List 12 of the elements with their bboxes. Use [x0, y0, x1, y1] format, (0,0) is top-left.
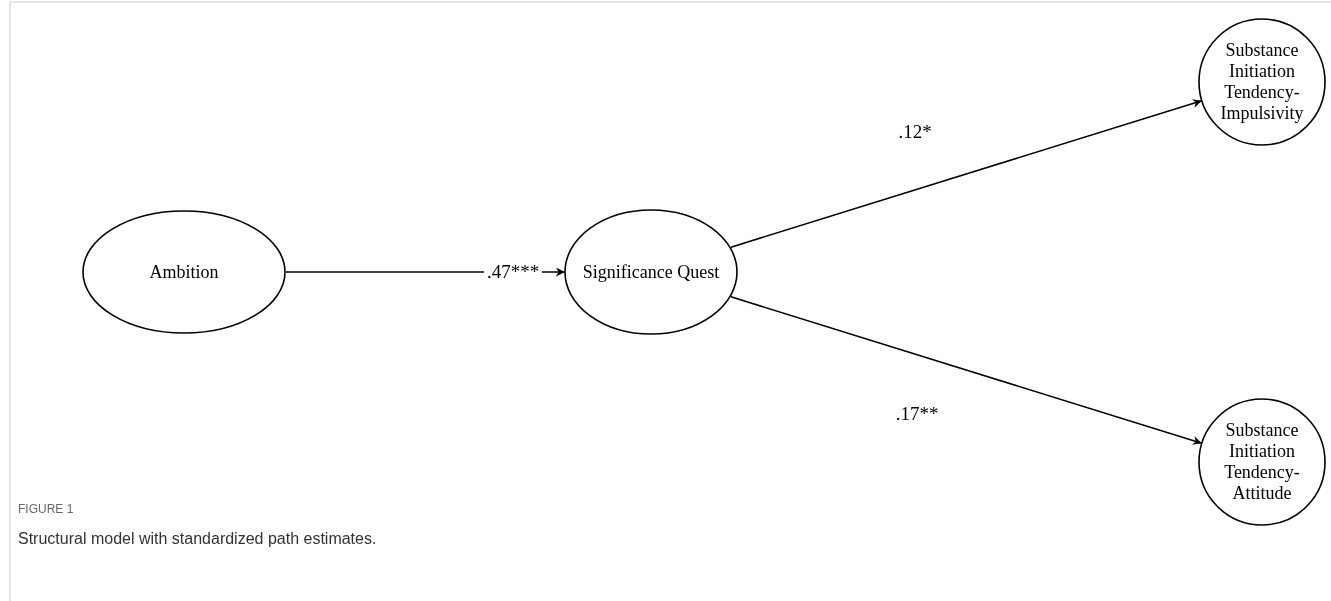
ellipse-node — [564, 209, 738, 335]
arrow — [730, 99, 1202, 248]
node-label: Substance Initiation Tendency-Impulsivity — [1219, 40, 1305, 124]
figure-caption: Structural model with standardized path estimates. — [18, 530, 377, 548]
ellipse-node — [1198, 18, 1326, 146]
figure-number: FIGURE 1 — [18, 502, 74, 516]
ellipse-node — [1198, 398, 1326, 526]
node-label: Significance Quest — [581, 261, 721, 283]
node-label: Ambition — [148, 261, 220, 283]
arrow — [730, 296, 1202, 445]
ellipse-node — [82, 210, 286, 334]
node-label: Substance Initiation Tendency-Attitude — [1223, 420, 1301, 504]
